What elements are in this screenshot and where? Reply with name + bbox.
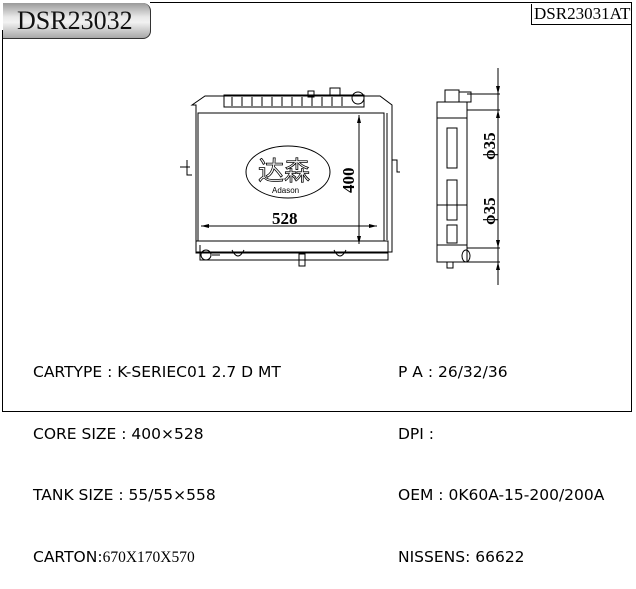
spec-tank-size: TANK SIZE : 55/55×558 bbox=[33, 486, 216, 504]
height-dimension: 400 bbox=[339, 168, 358, 194]
spec-pa: P A : 26/32/36 bbox=[398, 363, 508, 381]
alt-part-number: DSR23031AT bbox=[531, 4, 633, 25]
specs-right: P A : 26/32/36 DPI : OEM : 0K60A-15-200/… bbox=[398, 321, 604, 588]
spec-cartype: CARTYPE : K-SERIEC01 2.7 D MT bbox=[33, 363, 281, 381]
part-number-title: DSR23032 bbox=[3, 3, 151, 39]
spec-oem: OEM : 0K60A-15-200/200A bbox=[398, 486, 605, 504]
frame-top-border bbox=[150, 2, 632, 3]
specs-left: CARTYPE : K-SERIEC01 2.7 D MT CORE SIZE … bbox=[33, 321, 281, 589]
frame-bottom-border bbox=[2, 411, 632, 412]
spec-nissens: NISSENS: 66622 bbox=[398, 547, 525, 566]
logo-english: Adason bbox=[272, 186, 299, 195]
inlet-diameter: ϕ35 bbox=[480, 132, 499, 160]
spec-carton: CARTON:670X170X570 bbox=[33, 547, 195, 566]
spec-dpi: DPI : bbox=[398, 424, 439, 443]
radiator-drawing: 528 400 ϕ35 ϕ35 达森 Adason bbox=[180, 68, 500, 285]
spec-core-size: CORE SIZE : 400×528 bbox=[33, 424, 204, 443]
outlet-diameter: ϕ35 bbox=[480, 197, 499, 225]
logo-chinese: 达森 bbox=[258, 157, 310, 187]
width-dimension: 528 bbox=[272, 209, 298, 228]
frame-left-border bbox=[2, 30, 3, 412]
frame-right-border bbox=[631, 2, 632, 412]
